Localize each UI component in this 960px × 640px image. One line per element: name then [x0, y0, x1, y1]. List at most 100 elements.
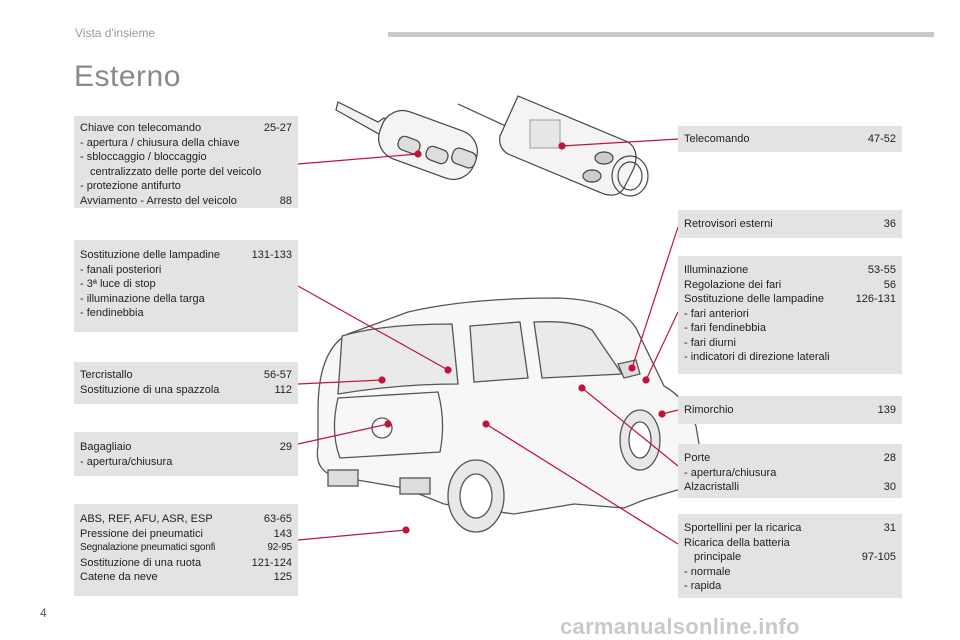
callout-dot-key [414, 150, 422, 158]
row-page: 56-57 [263, 369, 292, 381]
row-page: 63-65 [263, 513, 292, 525]
row-text: Retrovisori esterni [684, 218, 773, 230]
row-text: - fari anteriori [684, 307, 749, 320]
box-row: Bagagliaio 29 [80, 440, 292, 455]
row-text: - indicatori di direzione laterali [684, 351, 830, 363]
row-text: Sostituzione di una ruota [80, 556, 202, 569]
box-row: - fari diurni [684, 336, 896, 351]
callout-dot-mirrors [628, 364, 636, 372]
row-text: Chiave con telecomando [80, 122, 202, 134]
row-text: - illuminazione della targa [80, 292, 205, 305]
callout-dot-wiper [378, 376, 386, 384]
row-text: - 3ª luce di stop [80, 278, 156, 290]
box-row: - apertura/chiusura [80, 455, 292, 470]
row-text: Catene da neve [80, 571, 158, 583]
box-row: - apertura / chiusura della chiave [80, 136, 292, 151]
box-row: Rimorchio 139 [684, 403, 896, 418]
box-row: - illuminazione della targa [80, 292, 292, 307]
row-text: - protezione antifurto [80, 180, 181, 192]
row-text: Avviamento - Arresto del veicolo [80, 194, 237, 207]
row-page: 56 [883, 278, 896, 291]
row-page: 88 [279, 194, 292, 207]
info-box-towing: Rimorchio 139 [678, 396, 902, 424]
row-text: centralizzato delle porte del veicolo [90, 165, 262, 178]
row-text: Pressione dei pneumatici [80, 527, 203, 540]
row-text: Bagagliaio [80, 441, 132, 453]
box-row: - sbloccaggio / bloccaggio [80, 150, 292, 165]
row-text: Rimorchio [684, 404, 734, 416]
box-row: Pressione dei pneumatici 143 [80, 527, 292, 542]
callout-dot-abs [402, 526, 410, 534]
callout-lines [297, 138, 679, 545]
box-row: - fari anteriori [684, 307, 896, 322]
box-row: ABS, REF, AFU, ASR, ESP 63-65 [80, 512, 292, 527]
box-row: Porte 28 [684, 451, 896, 466]
box-row: Sostituzione di una ruota 121-124 [80, 556, 292, 571]
box-row: - protezione antifurto [80, 179, 292, 194]
row-text: Sostituzione delle lampadine [684, 293, 825, 305]
row-page: 139 [877, 404, 896, 416]
row-page: 97-105 [861, 551, 896, 563]
row-page: 143 [273, 527, 292, 540]
row-text: Sportellini per la ricarica [684, 522, 802, 534]
callout-dot-towing [658, 410, 666, 418]
row-text: - fari fendinebbia [684, 322, 766, 334]
row-text: principale [694, 551, 742, 563]
box-row: principale 97-105 [684, 550, 896, 565]
box-row: - rapida [684, 579, 896, 594]
row-page: 131-133 [251, 249, 292, 261]
row-text: - apertura/chiusura [684, 466, 777, 479]
callout-dot-lamps [444, 366, 452, 374]
row-page: 112 [274, 383, 292, 396]
row-text: Alzacristalli [684, 481, 740, 493]
box-row: - indicatori di direzione laterali [684, 350, 896, 365]
box-row: Tercristallo 56-57 [80, 368, 292, 383]
callout-dot-lighting [642, 376, 650, 384]
row-text: - apertura / chiusura della chiave [80, 136, 240, 149]
row-page: 29 [279, 441, 292, 453]
info-box-boot: Bagagliaio 29 - apertura/chiusura [74, 432, 298, 476]
row-page: 30 [883, 481, 896, 493]
page-title: Esterno [74, 60, 181, 93]
box-row: - normale [684, 565, 896, 580]
row-page: 121-124 [251, 556, 292, 569]
row-text: Ricarica della batteria [684, 536, 790, 549]
car-illustration [316, 297, 703, 533]
row-text: - fanali posteriori [80, 263, 162, 276]
page-number: 4 [40, 606, 47, 620]
callout-dot-charging [482, 420, 490, 428]
box-row: - apertura/chiusura [684, 466, 896, 481]
info-box-doors: Porte 28 - apertura/chiusura Alzacristall… [678, 444, 902, 498]
info-box-abs: ABS, REF, AFU, ASR, ESP 63-65 Pressione d… [74, 504, 298, 596]
row-text: Illuminazione [684, 264, 749, 276]
row-page: 53-55 [867, 264, 896, 276]
row-page: 47-52 [867, 133, 896, 145]
header-rule [388, 32, 934, 37]
box-row: - 3ª luce di stop [80, 277, 292, 292]
row-text: Porte [684, 452, 711, 464]
box-row: Illuminazione 53-55 [684, 263, 896, 278]
row-page: 28 [883, 452, 896, 464]
row-text: Segnalazione pneumatici sgonfi [80, 542, 216, 553]
row-text: - fendinebbia [80, 307, 144, 319]
row-text: Tercristallo [80, 369, 133, 381]
row-text: - rapida [684, 580, 722, 592]
box-row: Ricarica della batteria [684, 536, 896, 551]
key-illustration [335, 101, 478, 180]
row-text: - fari diurni [684, 336, 736, 349]
row-page: 92-95 [267, 542, 292, 553]
callout-dot-remote [558, 142, 566, 150]
row-page: 25-27 [263, 122, 292, 134]
box-row: - fari fendinebbia [684, 321, 896, 336]
row-text: ABS, REF, AFU, ASR, ESP [80, 513, 213, 525]
